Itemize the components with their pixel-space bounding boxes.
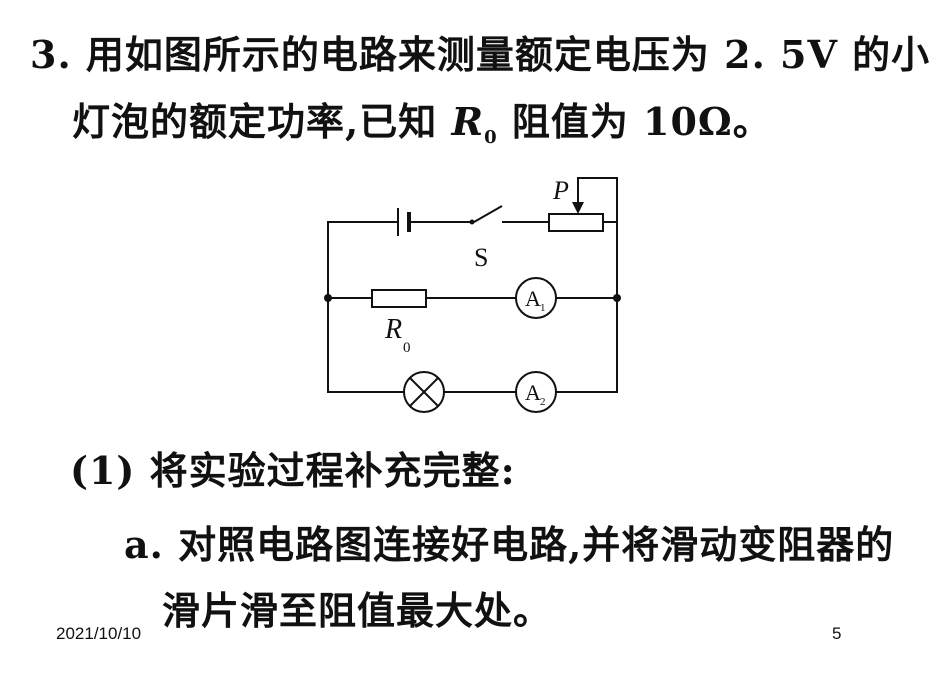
- question-line-1: 3. 用如图所示的电路来测量额定电压为 2. 5V 的小: [30, 32, 930, 77]
- lamp-cross-2: [409, 377, 439, 407]
- switch-label: S: [474, 243, 488, 272]
- slider-arrow-icon: [572, 202, 584, 214]
- ammeter-a1-label: A: [525, 286, 541, 311]
- wire-rheostat-right: [603, 221, 618, 298]
- step-a-line-1: a. 对照电路图连接好电路,并将滑动变阻器的: [124, 522, 895, 567]
- rheostat-body: [548, 213, 604, 232]
- ammeter-a2-label: A: [525, 380, 541, 405]
- resistor-label: R: [384, 314, 402, 345]
- r0-symbol: R: [451, 99, 485, 144]
- question-line-2-text: 灯泡的额定功率,已知: [72, 99, 452, 144]
- part1-heading: (1) 将实验过程补充完整:: [70, 448, 516, 493]
- question-line-2-tail: 阻值为 10Ω。: [497, 99, 772, 144]
- r0-subscript: 0: [484, 127, 498, 148]
- wire-right-vertical: [556, 298, 618, 393]
- wire-top-left: [327, 221, 398, 298]
- switch-contact-dot: [469, 219, 475, 225]
- slider-label: P: [552, 176, 569, 205]
- junction-left: [324, 294, 332, 302]
- resistor-subscript: 0: [403, 340, 411, 356]
- footer-date: 2021/10/10: [56, 624, 142, 643]
- resistor-r0-body: [371, 289, 427, 308]
- question-line-2: 灯泡的额定功率,已知 R0 阻值为 10Ω。: [72, 97, 772, 163]
- ammeter-a1-subscript: 1: [540, 302, 546, 314]
- junction-right: [613, 294, 621, 302]
- rheostat-slider-wire: [577, 177, 618, 222]
- step-a-line-2: 滑片滑至阻值最大处。: [162, 588, 553, 633]
- wire-left-vertical: [327, 298, 404, 393]
- switch-blade: [473, 205, 503, 223]
- page-number: 5: [832, 624, 842, 643]
- circuit-diagram: P S R 0 A 1 A 2: [324, 176, 621, 413]
- ammeter-a2-subscript: 2: [540, 396, 546, 408]
